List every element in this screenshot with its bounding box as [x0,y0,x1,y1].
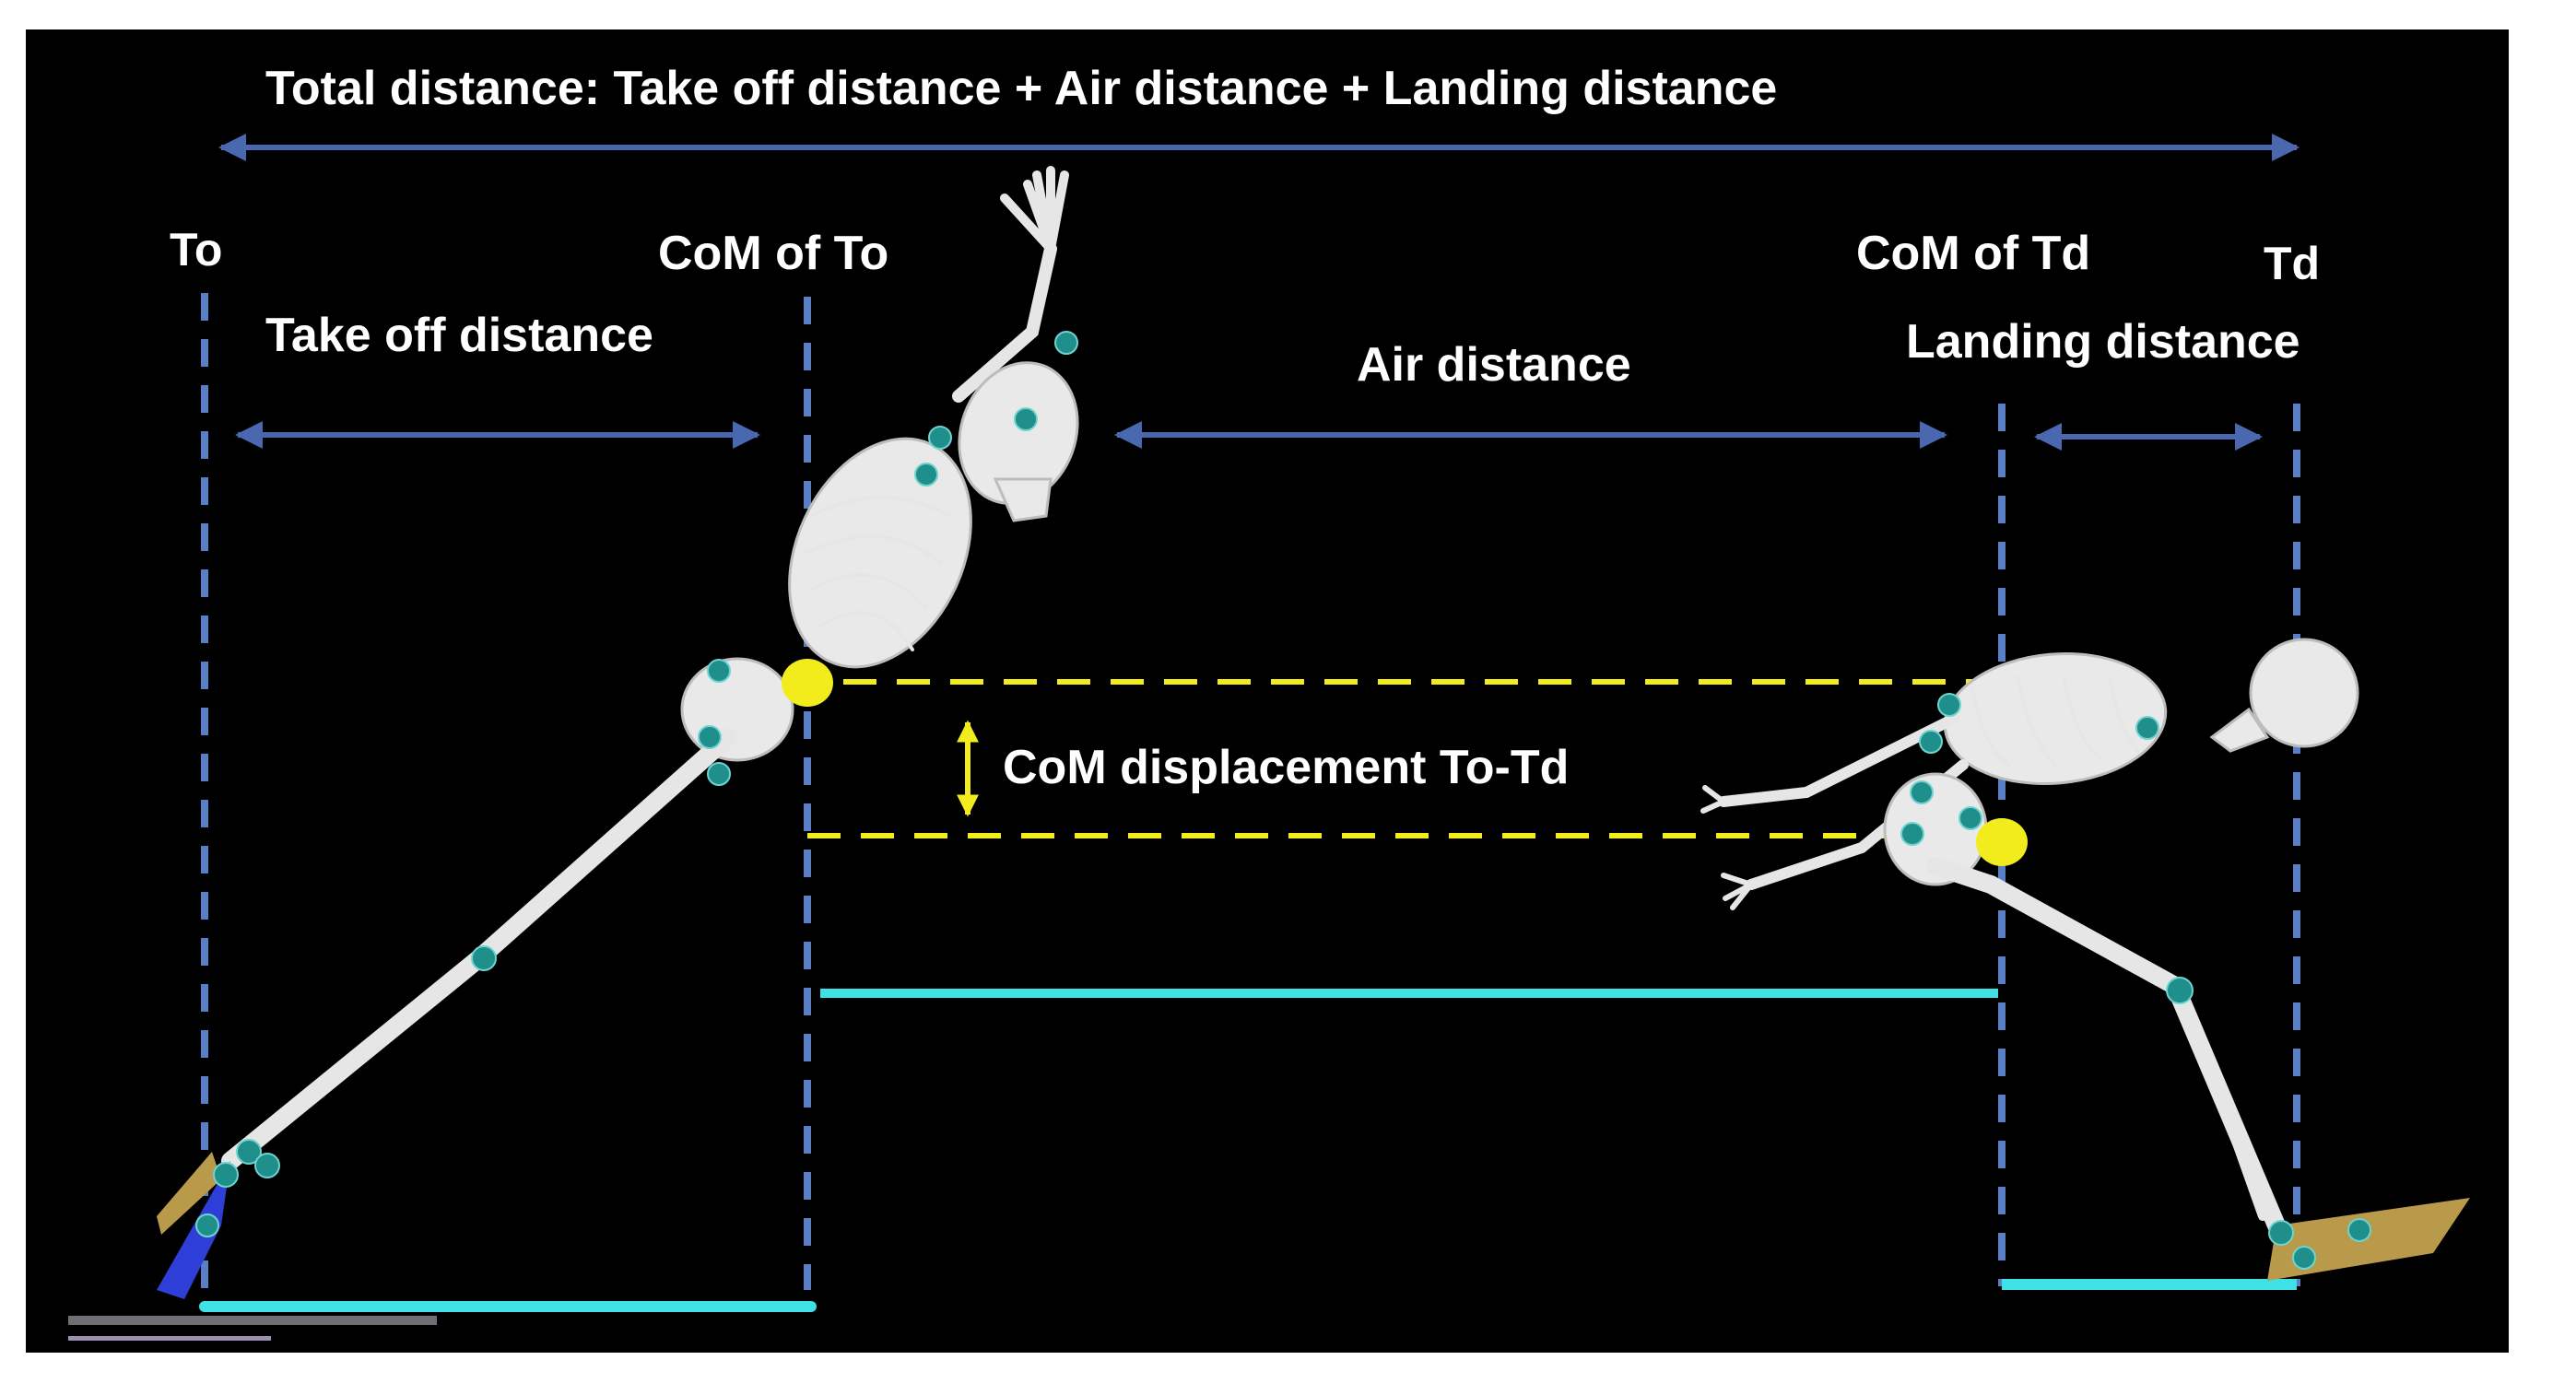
air-distance-label: Air distance [1357,338,1631,392]
com-displacement-label: CoM displacement To-Td [1003,741,1569,794]
landing-skeleton [1700,638,2470,1281]
take-off-skeleton [157,166,1079,1299]
take-off-distance-label: Take off distance [265,309,653,362]
td-label: Td [2264,238,2320,289]
take-off-board [68,1316,437,1325]
total-distance-label: Total distance: Take off distance + Air … [265,62,1777,115]
landing-distance-label: Landing distance [1906,315,2300,369]
com-of-to-label: CoM of To [658,227,888,280]
take-off-board-edge [68,1336,271,1341]
com-of-to-marker [782,659,833,707]
to-label: To [170,224,222,275]
com-of-td-label: CoM of Td [1856,227,2090,280]
com-of-td-marker [1976,818,2028,866]
